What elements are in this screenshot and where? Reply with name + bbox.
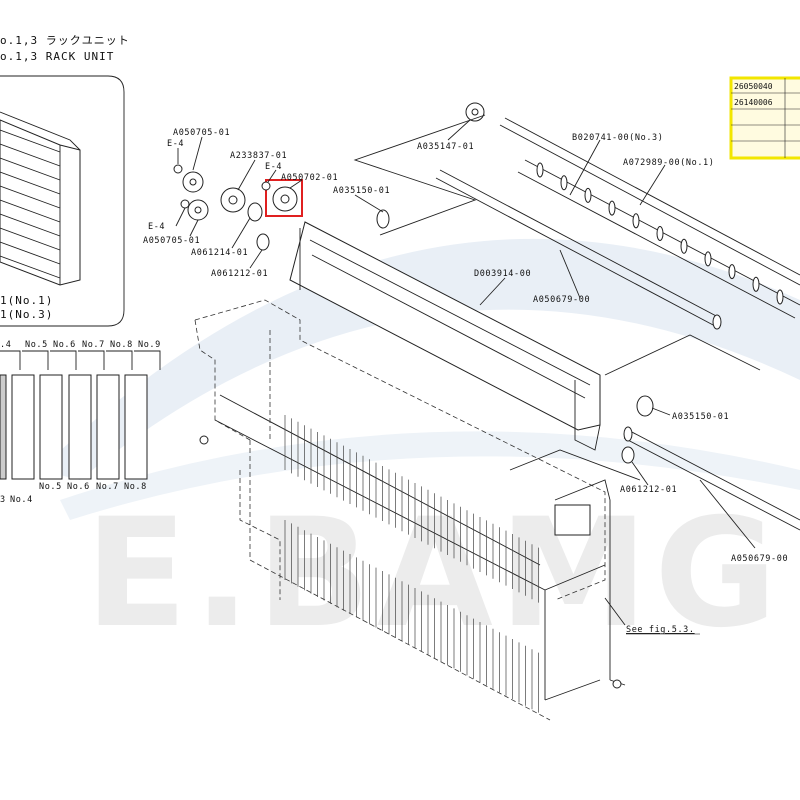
rack-slat [0, 157, 61, 181]
label-see-fig: See fig.5.3. [626, 625, 695, 635]
rack-unit-title-jp: o.1,3 ラックユニット [0, 34, 130, 47]
roller-segment [680, 238, 688, 254]
table-row-1: 26050040 [734, 82, 773, 91]
rack-slat [0, 143, 61, 167]
part-labels: A050705-01 E-4 A233837-01 E-4 A050702-01… [143, 128, 788, 635]
e-ring-bottom [180, 199, 190, 209]
roller-segment [608, 200, 616, 216]
roller-segment [728, 264, 736, 280]
label-a061214: A061214-01 [191, 248, 248, 258]
main-housing [194, 299, 626, 721]
rack-unit-inset: 1(No.1) 1(No.3) [0, 75, 125, 327]
roller-b020741 [499, 117, 800, 286]
rack-bottom-label-6: No.8 [124, 482, 147, 492]
inset-label-no3: 1(No.3) [0, 308, 53, 321]
label-a072989: A072989-00(No.1) [623, 158, 714, 168]
e-ring-mid [261, 181, 271, 191]
roller-segment [704, 251, 712, 267]
label-a050679-bottom: A050679-00 [731, 554, 788, 564]
bushing-a061212-top [256, 233, 270, 251]
rack-bottom-label-2: No.4 [10, 495, 33, 505]
rack-top-label-6: No.9 [138, 340, 161, 350]
label-a050702: A050702-01 [281, 173, 338, 183]
bushing-a035150-top [376, 209, 390, 229]
label-a050705-top: A050705-01 [173, 128, 230, 138]
bracket-d003914 [289, 221, 601, 451]
gear-a050705-top [182, 171, 204, 193]
watermark-text: E.BAMG [85, 487, 783, 661]
label-a233837: A233837-01 [230, 151, 287, 161]
label-e4-mid: E-4 [265, 162, 282, 172]
roller-segment [776, 289, 784, 305]
label-a061212-right: A061212-01 [620, 485, 677, 495]
roller-a072989 [517, 159, 800, 319]
label-a035150-right: A035150-01 [672, 412, 729, 422]
e-ring-top [173, 164, 183, 174]
rack-slat [0, 255, 61, 279]
bushing-a061212-right [621, 446, 635, 464]
rack-slat [0, 213, 61, 237]
highlight-box [265, 179, 303, 217]
label-a035147: A035147-01 [417, 142, 474, 152]
rack-top-label-3: No.6 [53, 340, 76, 350]
gear-a233837 [220, 187, 246, 213]
rack-unit-title-en: o.1,3 RACK UNIT [0, 50, 114, 63]
label-e4-bottom: E-4 [148, 222, 165, 232]
rack-top-label-1: .4 [0, 340, 11, 350]
label-a061212-top: A061212-01 [211, 269, 268, 279]
watermark-swoosh [40, 238, 800, 520]
rack-bottom-label-1: 3 [0, 495, 6, 505]
table-row-2: 26140006 [734, 98, 773, 107]
label-a035150-top: A035150-01 [333, 186, 390, 196]
rack-top-label-4: No.7 [82, 340, 105, 350]
rack-top-label-5: No.8 [110, 340, 133, 350]
roller-segment [632, 213, 640, 229]
rack-slat [0, 185, 61, 209]
roller-segment [560, 175, 568, 191]
label-a050679-top: A050679-00 [533, 295, 590, 305]
label-e4-top: E-4 [167, 139, 184, 149]
gear-a050702 [272, 186, 298, 212]
rack-unit-sketch [0, 111, 81, 286]
gear-a050705-bottom [187, 199, 209, 221]
part-number-table: 26050040 26140006 [729, 76, 800, 160]
rack-slat [0, 199, 61, 223]
roller-segment [656, 226, 664, 241]
roller-segment [752, 276, 760, 292]
rack-bottom-label-4: No.6 [67, 482, 90, 492]
rack-bottom-label-5: No.7 [96, 482, 119, 492]
inset-label-no1: 1(No.1) [0, 294, 53, 307]
roller-segment [584, 187, 592, 203]
label-a050705-bottom: A050705-01 [143, 236, 200, 246]
rack-slat [0, 129, 61, 153]
rack-top-label-2: No.5 [25, 340, 48, 350]
shaft-a050679-bottom [623, 426, 800, 531]
leader-lines [175, 114, 761, 626]
rack-slat [0, 241, 61, 265]
label-b020741: B020741-00(No.3) [572, 133, 663, 143]
rack-number-blocks: .4 No.5 No.6 No.7 No.8 No.9 3 No.4 No.5 … [0, 340, 161, 505]
bushing-a061214 [247, 202, 263, 222]
bushing-a035150-right [636, 395, 654, 417]
shaft-a050679-top [435, 169, 722, 330]
roller-segment [536, 162, 544, 178]
rack-slat [0, 171, 61, 195]
label-d003914: D003914-00 [474, 269, 531, 279]
rack-slat [0, 227, 61, 251]
rack-bottom-label-3: No.5 [39, 482, 62, 492]
